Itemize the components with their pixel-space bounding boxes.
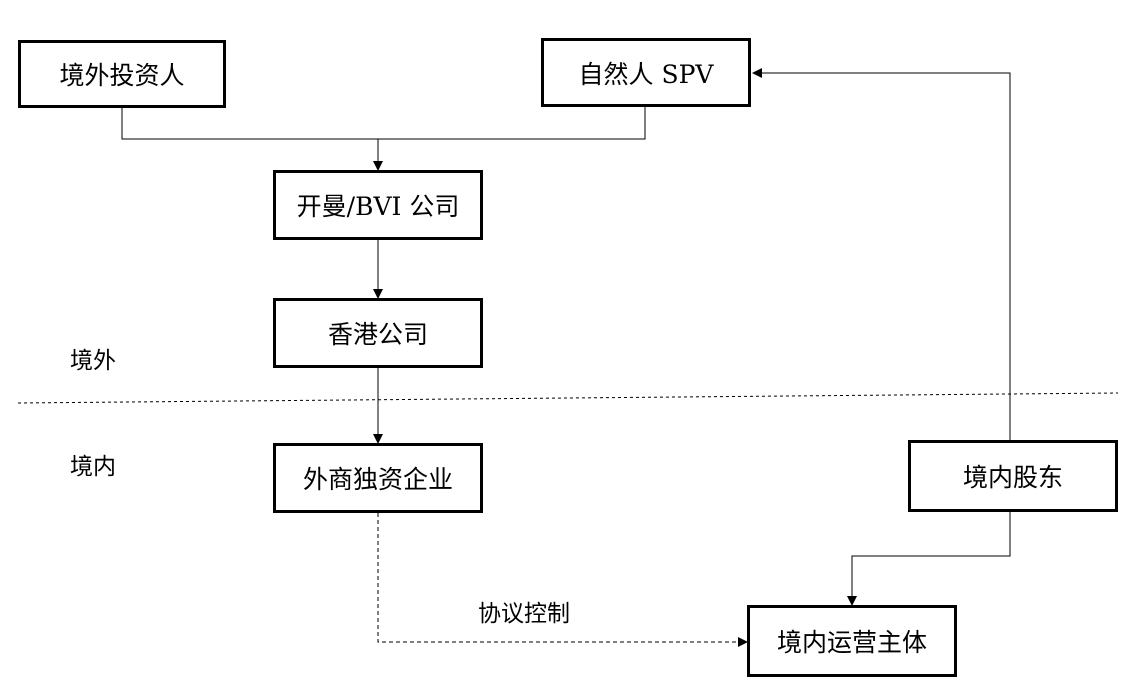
spv-to-cayman-connector	[378, 107, 646, 140]
foreign-investor-node: 境外投资人	[18, 40, 226, 108]
border-divider-line	[17, 392, 1119, 404]
domestic-operating-entity-node: 境内运营主体	[747, 605, 957, 677]
vie-control-label: 协议控制	[478, 601, 570, 627]
domestic-shareholder-node: 境内股东	[908, 440, 1118, 512]
shareholder-to-spv-arrow	[752, 68, 1011, 440]
natural-person-spv-node: 自然人 SPV	[541, 38, 751, 107]
offshore-region-label: 境外	[70, 348, 116, 374]
cayman-bvi-company-node: 开曼/BVI 公司	[273, 170, 483, 240]
investor-to-cayman-connector	[121, 107, 378, 140]
onshore-region-label: 境内	[70, 454, 116, 480]
shareholder-to-operating-arrow	[847, 512, 1011, 606]
hk-company-node: 香港公司	[273, 298, 483, 368]
wfoe-node: 外商独资企业	[273, 443, 483, 513]
vie-control-arrow	[377, 513, 748, 647]
